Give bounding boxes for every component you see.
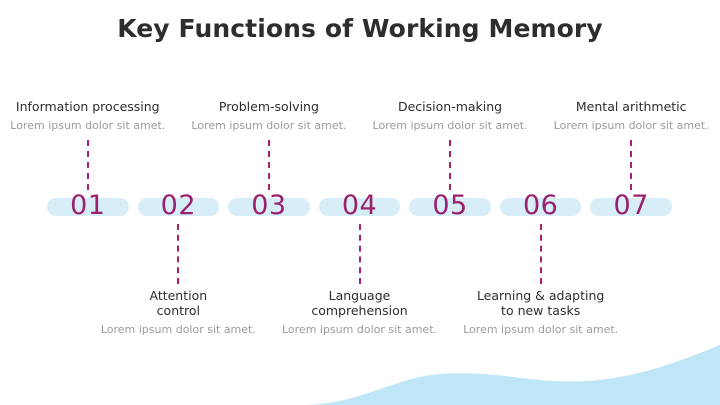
timeline-item-heading: Decision-making bbox=[397, 99, 503, 114]
timeline-pill bbox=[499, 198, 582, 216]
timeline-item-description: Lorem ipsum dolor sit amet. bbox=[463, 323, 619, 336]
timeline-connector-06 bbox=[539, 224, 542, 284]
timeline-connector-03 bbox=[267, 140, 270, 190]
timeline-pill bbox=[228, 198, 310, 216]
timeline-number-01: 01 bbox=[70, 190, 106, 221]
timeline-item-heading: Attention control bbox=[149, 288, 208, 318]
timeline-item-heading: Information processing bbox=[15, 99, 160, 114]
timeline-pill-band bbox=[47, 198, 672, 216]
timeline-pill bbox=[409, 198, 491, 216]
timeline-number-02: 02 bbox=[160, 190, 197, 221]
timeline-connector-05 bbox=[449, 140, 452, 190]
timeline-number-07: 07 bbox=[613, 190, 649, 221]
timeline-item-heading: Problem-solving bbox=[218, 99, 319, 114]
timeline-connector-02 bbox=[177, 224, 180, 284]
timeline-item-description: Lorem ipsum dolor sit amet. bbox=[191, 119, 347, 132]
page-title: Key Functions of Working Memory bbox=[117, 14, 603, 43]
timeline-pill bbox=[318, 198, 401, 216]
timeline-item-heading: Mental arithmetic bbox=[575, 99, 687, 114]
timeline-item-description: Lorem ipsum dolor sit amet. bbox=[372, 119, 528, 132]
timeline-number-04: 04 bbox=[341, 190, 378, 221]
timeline-number-03: 03 bbox=[251, 190, 287, 221]
timeline-connector-07 bbox=[630, 140, 633, 190]
wave-path bbox=[300, 345, 720, 405]
timeline-pill bbox=[137, 198, 220, 216]
timeline-pill bbox=[590, 198, 672, 216]
timeline-item-heading: Learning & adapting to new tasks bbox=[476, 288, 605, 318]
timeline-item-heading: Language comprehension bbox=[311, 288, 408, 318]
timeline-item-description: Lorem ipsum dolor sit amet. bbox=[10, 119, 166, 132]
timeline-connector-01 bbox=[86, 140, 89, 190]
timeline-item-description: Lorem ipsum dolor sit amet. bbox=[100, 323, 256, 336]
timeline-number-06: 06 bbox=[522, 190, 559, 221]
timeline-number-05: 05 bbox=[432, 190, 468, 221]
timeline-connector-04 bbox=[358, 224, 361, 284]
timeline-pill bbox=[47, 198, 129, 216]
timeline-item-description: Lorem ipsum dolor sit amet. bbox=[553, 119, 709, 132]
timeline-item-description: Lorem ipsum dolor sit amet. bbox=[281, 323, 438, 336]
wave-decoration bbox=[300, 345, 720, 405]
